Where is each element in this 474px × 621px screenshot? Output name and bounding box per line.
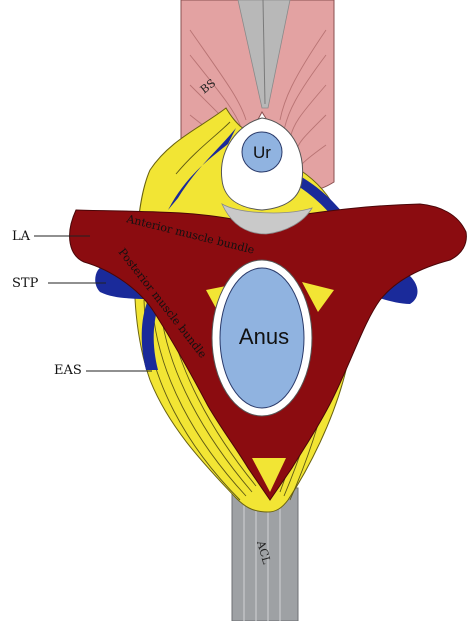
urethra-label: Ur xyxy=(253,143,271,162)
eas-callout: EAS xyxy=(54,363,152,378)
urethra: Ur xyxy=(221,117,304,211)
la-callout: LA xyxy=(12,229,90,244)
anus: Anus xyxy=(211,259,313,417)
stp-label: STP xyxy=(12,276,39,291)
eas-label: EAS xyxy=(54,363,82,378)
la-label: LA xyxy=(12,229,31,244)
perineal-body xyxy=(221,203,313,235)
anus-label: Anus xyxy=(239,324,289,349)
stp-callout: STP xyxy=(12,276,106,291)
